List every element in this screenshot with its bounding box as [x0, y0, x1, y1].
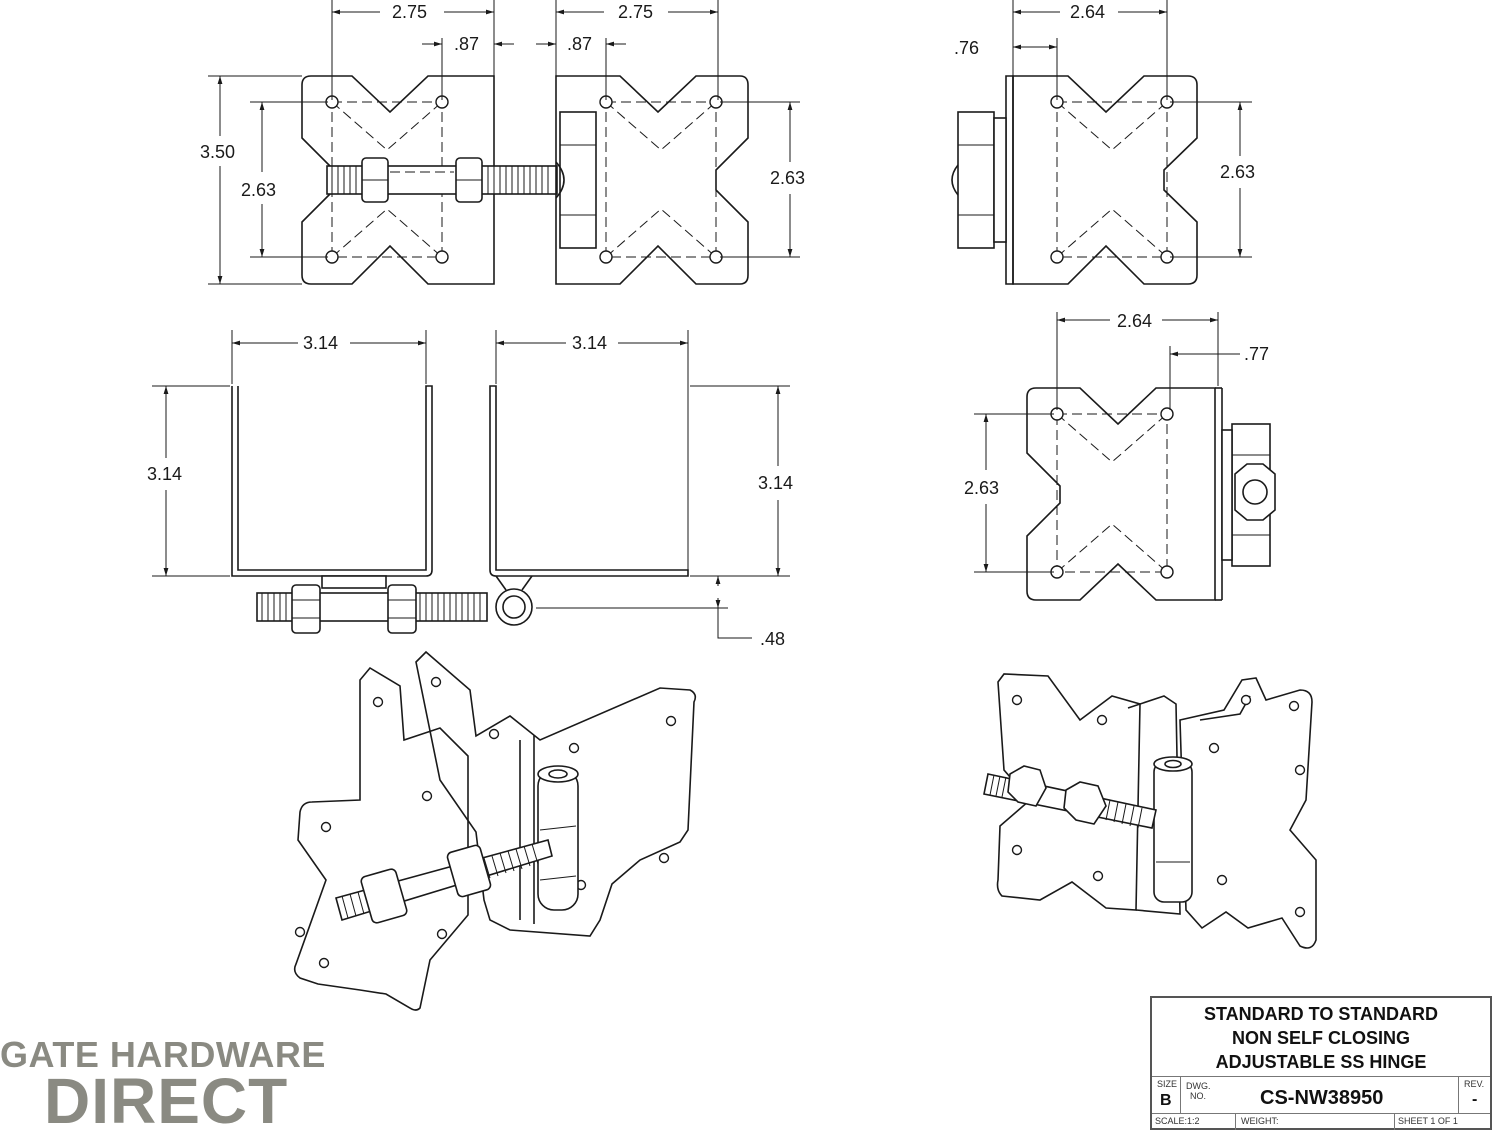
isometric-left-view: [293, 650, 697, 1011]
dim-mid-gap: .48: [760, 629, 785, 649]
top-right-plate-view: [951, 75, 1198, 285]
mid-center-bracket-view: [489, 385, 689, 626]
dim-top-right-width: 2.64: [1070, 2, 1105, 22]
size-label: SIZE: [1157, 1079, 1178, 1089]
sheet-text: SHEET 1 OF 1: [1398, 1116, 1458, 1126]
dim-mid-right-offset: .77: [1244, 344, 1269, 364]
dim-mid-right-width: 2.64: [1117, 311, 1152, 331]
dim-top-mid-width: 2.75: [618, 2, 653, 22]
dim-top-mid-height: 2.63: [770, 168, 805, 188]
drawing-number: CS-NW38950: [1260, 1087, 1384, 1109]
isometric-right-view: [983, 673, 1317, 949]
title-line-3: ADJUSTABLE SS HINGE: [1215, 1052, 1427, 1072]
size-value: B: [1160, 1092, 1172, 1109]
title-line-2: NON SELF CLOSING: [1231, 1028, 1410, 1048]
brand-logo-line2: DIRECT: [44, 1065, 289, 1137]
dimension-labels: 2.75 .87 2.75 .87 3.50 2.63 2.63 2.64 .7…: [147, 2, 1269, 649]
dim-top-left-height-outer: 3.50: [200, 142, 235, 162]
dim-top-right-offset: .76: [954, 38, 979, 58]
dim-mid-center-width: 3.14: [572, 333, 607, 353]
dim-mid-left-height: 3.14: [147, 464, 182, 484]
rev-label: REV.: [1464, 1079, 1485, 1089]
dim-top-right-height: 2.63: [1220, 162, 1255, 182]
rev-value: -: [1472, 1091, 1478, 1108]
dimension-lines: [152, 0, 1252, 639]
mid-left-bracket-view: [231, 385, 488, 634]
scale-text: SCALE:1:2: [1155, 1116, 1200, 1126]
title-block-footer: SCALE:1:2 WEIGHT: SHEET 1 OF 1: [1152, 1113, 1490, 1130]
dim-top-left-height-inner: 2.63: [241, 180, 276, 200]
top-middle-plate-view: [555, 75, 749, 285]
dwg-label-1: DWG.: [1186, 1081, 1211, 1091]
dim-top-left-offset: .87: [454, 34, 479, 54]
title-line-1: STANDARD TO STANDARD: [1204, 1004, 1438, 1024]
weight-text: WEIGHT:: [1241, 1116, 1279, 1126]
dim-mid-center-height: 3.14: [758, 473, 793, 493]
mid-right-plate-view: [1026, 387, 1276, 601]
drawing-title: STANDARD TO STANDARD NON SELF CLOSING AD…: [1152, 1002, 1490, 1074]
brand-logo-line1: GATE HARDWARE: [0, 1034, 326, 1075]
dim-top-mid-offset: .87: [567, 34, 592, 54]
dwg-label-2: NO.: [1190, 1091, 1207, 1101]
dim-mid-right-height: 2.63: [964, 478, 999, 498]
dim-top-left-width: 2.75: [392, 2, 427, 22]
title-block-info-row: SIZE B DWG. NO. CS-NW38950 REV. -: [1152, 1076, 1490, 1114]
top-left-plate-view: [301, 75, 558, 285]
dim-mid-left-width: 3.14: [303, 333, 338, 353]
title-block: STANDARD TO STANDARD NON SELF CLOSING AD…: [1150, 996, 1492, 1130]
